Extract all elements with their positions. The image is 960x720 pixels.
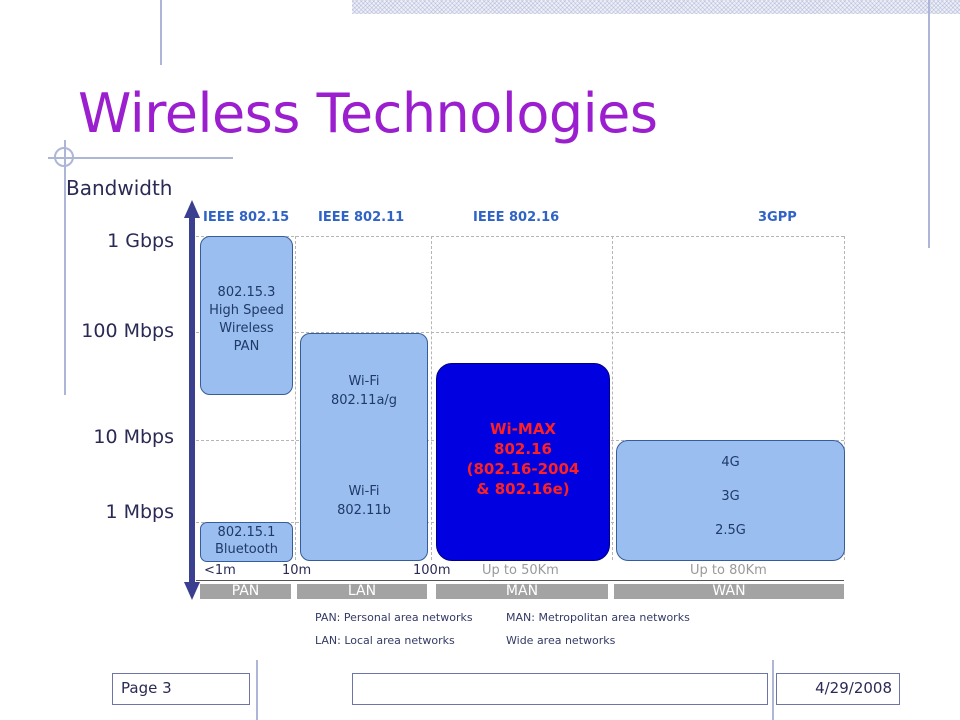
left-decor-line <box>64 140 66 395</box>
title-underline <box>48 157 233 159</box>
bandwidth-tick-label: 1 Mbps <box>105 501 174 523</box>
grid-line <box>612 236 613 560</box>
footer-page-box: Page 3 <box>112 673 250 705</box>
grid-line <box>196 332 844 333</box>
box-text-wifi-ag: Wi-Fi 802.11a/g <box>330 374 398 408</box>
distance-axis-line <box>196 580 844 581</box>
bandwidth-axis-arrow <box>184 200 200 600</box>
distance-tick-label: Up to 80Km <box>690 563 767 578</box>
box-wifi: Wi-Fi 802.11a/g Wi-Fi 802.11b <box>300 333 428 561</box>
category-man: MAN <box>436 584 608 599</box>
distance-tick-label: 100m <box>413 563 451 578</box>
legend-wan: Wide area networks <box>506 634 616 647</box>
footer-date-box: 4/29/2008 <box>776 673 900 705</box>
grid-line <box>295 236 296 560</box>
distance-tick-label: 10m <box>282 563 312 578</box>
grid-line <box>431 236 432 560</box>
grid-line <box>844 236 845 560</box>
box-text-4g: 4G <box>721 455 740 470</box>
category-pan: PAN <box>200 584 291 599</box>
legend-lan: LAN: Local area networks <box>315 634 455 647</box>
standard-label: 3GPP <box>758 210 797 225</box>
box-802-15-1-bluetooth: 802.15.1 Bluetooth <box>200 522 293 562</box>
footer-middle-box <box>352 673 768 705</box>
corner-circle-icon <box>54 147 74 167</box>
category-lan: LAN <box>297 584 427 599</box>
standard-label: IEEE 802.11 <box>318 210 405 225</box>
box-text-wifi-b: Wi-Fi 802.11b <box>337 484 391 518</box>
box-text: Wi-MAX 802.16 (802.16-2004 & 802.16e) <box>466 420 580 498</box>
box-text: 802.15.3 High Speed Wireless PAN <box>209 285 284 354</box>
legend-pan: PAN: Personal area networks <box>315 611 473 624</box>
bandwidth-axis-label: Bandwidth <box>66 176 173 200</box>
box-cellular: 4G 3G 2.5G <box>616 440 845 561</box>
bandwidth-tick-label: 10 Mbps <box>93 426 174 448</box>
legend-man: MAN: Metropolitan area networks <box>506 611 690 624</box>
distance-tick-label: <1m <box>204 563 236 578</box>
slide-title: Wireless Technologies <box>78 82 658 145</box>
bandwidth-tick-label: 100 Mbps <box>81 320 174 342</box>
right-decor-line <box>928 0 930 248</box>
footer-decor-line <box>772 660 774 720</box>
standard-label: IEEE 802.16 <box>473 210 560 225</box>
top-decor-hatch <box>352 0 960 14</box>
box-text-25g: 2.5G <box>715 523 746 538</box>
box-text-3g: 3G <box>721 489 740 504</box>
page-number: Page 3 <box>121 679 172 697</box>
grid-line <box>196 236 844 237</box>
standard-label: IEEE 802.15 <box>203 210 290 225</box>
distance-tick-label: Up to 50Km <box>482 563 559 578</box>
slide-date: 4/29/2008 <box>815 679 892 697</box>
box-802-15-3-high-speed-pan: 802.15.3 High Speed Wireless PAN <box>200 236 293 395</box>
top-decor-line-left <box>160 0 162 65</box>
bandwidth-tick-label: 1 Gbps <box>107 230 174 252</box>
footer-decor-line <box>256 660 258 720</box>
box-wimax: Wi-MAX 802.16 (802.16-2004 & 802.16e) <box>436 363 610 561</box>
box-text: 802.15.1 Bluetooth <box>214 525 279 557</box>
category-wan: WAN <box>614 584 844 599</box>
